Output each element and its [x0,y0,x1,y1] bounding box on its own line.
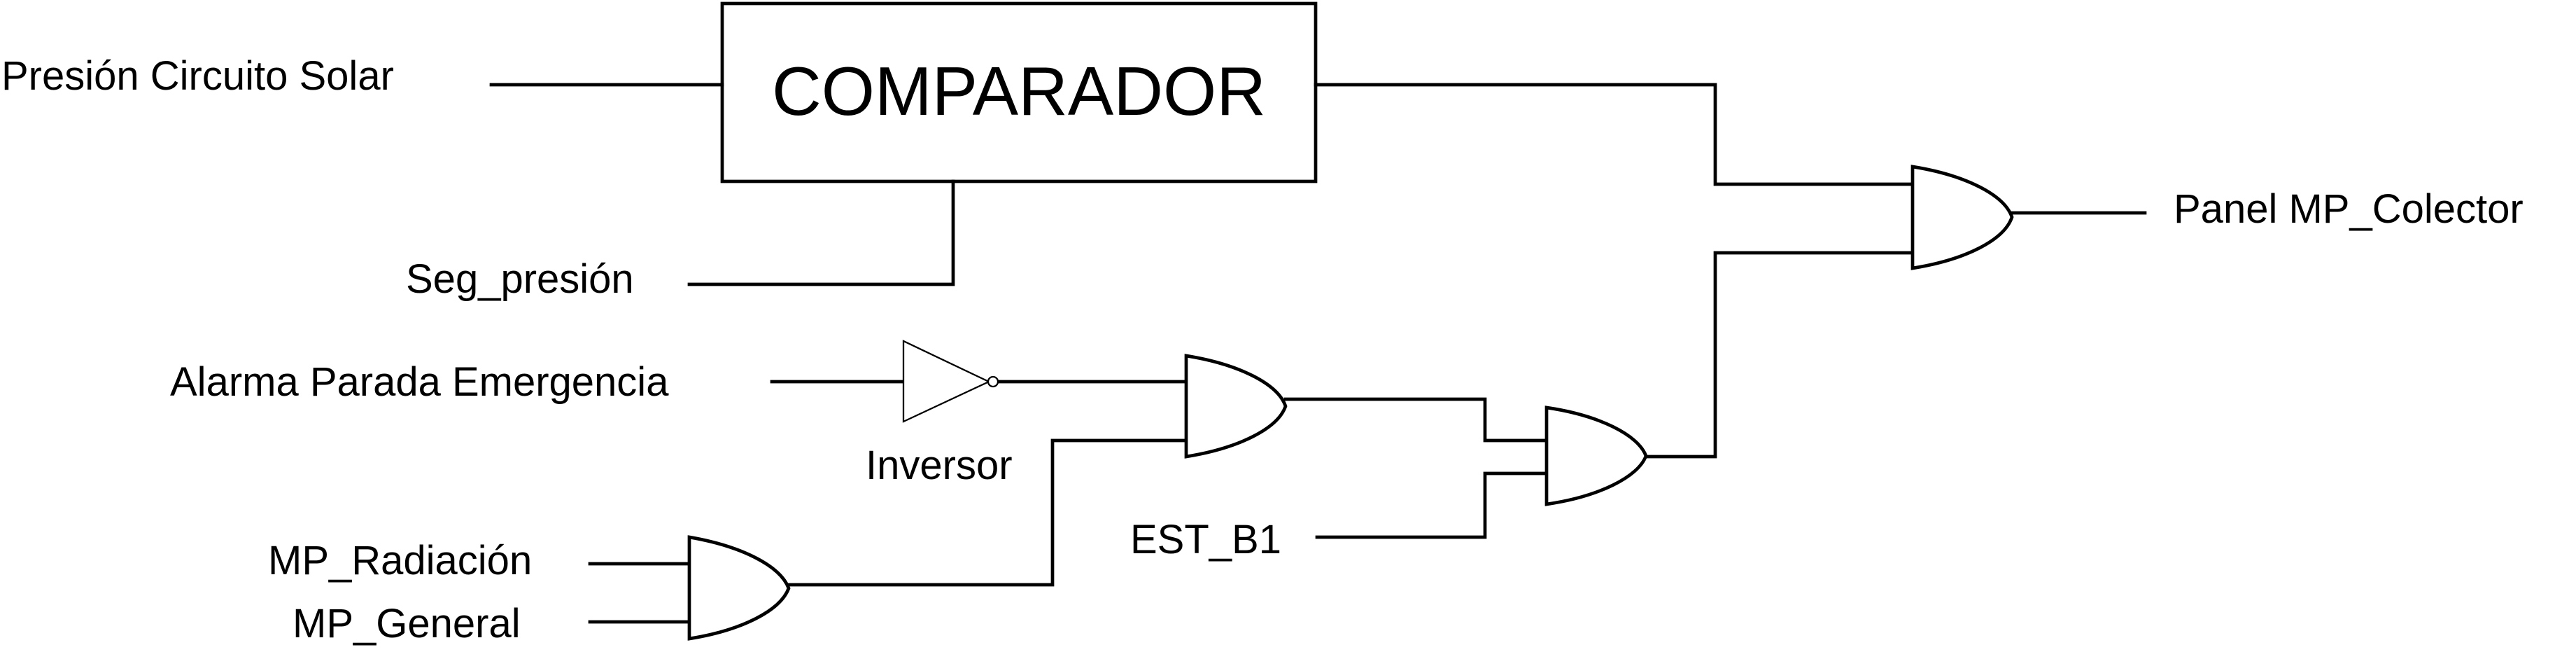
wire-pressure-setpoint [687,179,955,286]
wires [489,83,2147,624]
comparator-block [720,1,1318,183]
label-radiation: MP_Radiación [268,538,532,583]
label-emergency-stop-alarm: Alarma Parada Emergencia [170,359,669,405]
wire-est-b1 [1315,471,1549,539]
wire-and3-out [1644,251,1915,459]
wire-and2-out [1283,397,1549,443]
comparator-label: COMPARADOR [772,53,1266,130]
wire-comparator-out [1314,83,1915,186]
label-est-b1: EST_B1 [1130,517,1281,562]
and-gate-output [1910,165,2014,270]
label-general: MP_General [293,601,521,646]
label-solar-pressure: Presión Circuito Solar [1,53,394,99]
inverter-gate [902,340,999,423]
and-gate-alarm-radiation [1184,354,1288,459]
and-gate-est-b1 [1544,405,1648,506]
label-collector-panel: Panel MP_Colector [2174,186,2524,232]
wire-and1-out [787,438,1188,587]
inverter-bubble [987,375,999,388]
label-inverter: Inversor [866,443,1013,488]
label-pressure-setpoint: Seg_presión [406,256,634,302]
and-gate-radiation-general [687,535,791,641]
